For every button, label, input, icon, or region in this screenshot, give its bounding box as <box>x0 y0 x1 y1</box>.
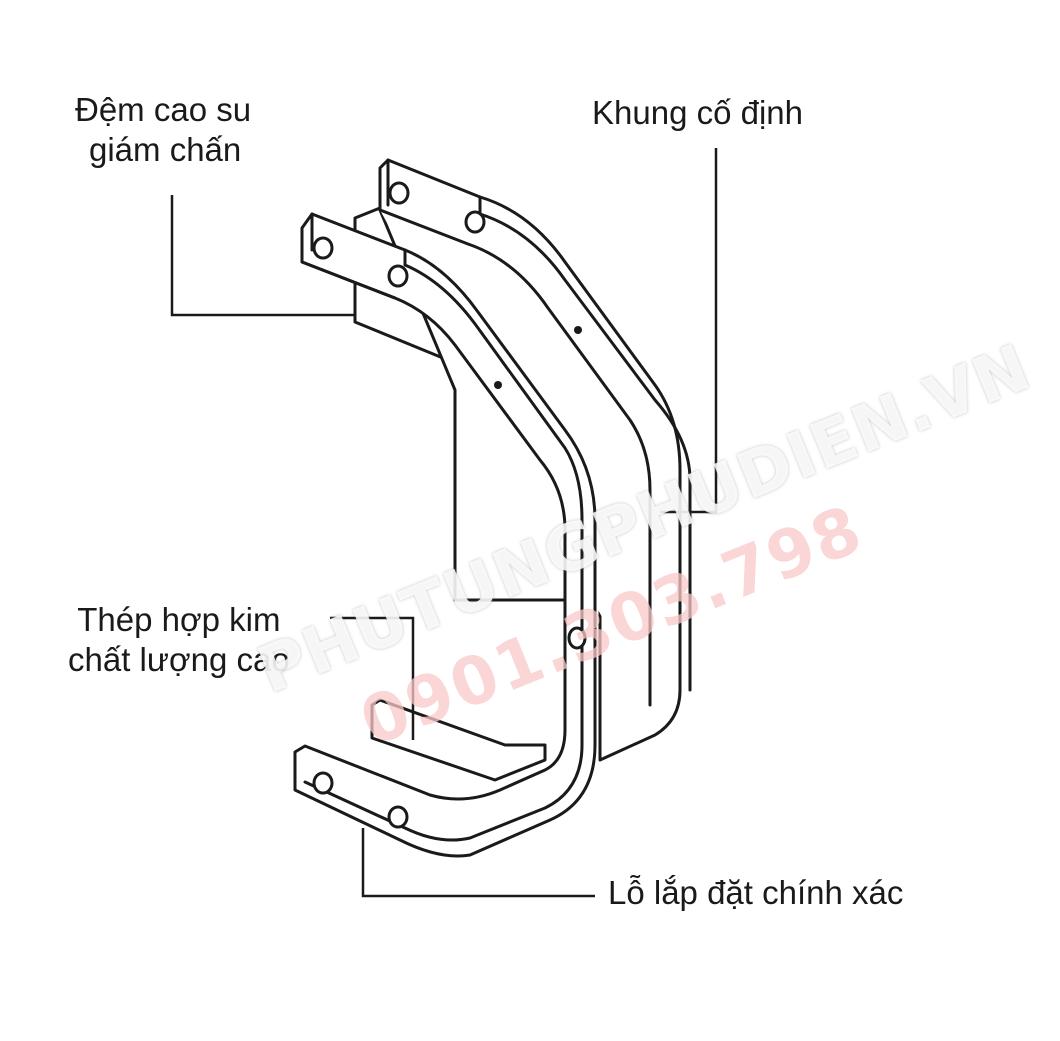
mount-hole <box>567 626 587 650</box>
label-rubber-pad-line1: Đệm cao su <box>75 91 252 128</box>
leader-line-frame <box>660 148 718 514</box>
mount-hole <box>312 771 334 795</box>
label-alloy-steel-line1: Thép hợp kim <box>77 601 281 638</box>
label-fixed-frame-text: Khung cố định <box>592 94 804 131</box>
label-alloy-steel-line2: chất lượng cao <box>68 641 290 678</box>
mount-hole <box>464 210 486 234</box>
leader-line-holes <box>361 828 595 898</box>
rivet-dot <box>574 326 582 334</box>
rivet-dot <box>494 381 502 389</box>
label-fixed-frame: Khung cố định <box>592 93 803 133</box>
mount-hole <box>387 264 409 288</box>
rubber-pad-bottom <box>370 698 547 782</box>
mount-hole <box>387 805 409 829</box>
label-rubber-pad-line2: giám chấn <box>89 131 242 168</box>
mount-hole <box>312 236 334 260</box>
label-alloy-steel: Thép hợp kim chất lượng cao <box>68 600 290 680</box>
label-mount-holes-text: Lỗ lắp đặt chính xác <box>608 874 904 911</box>
front-bracket-plate <box>293 212 597 858</box>
label-mount-holes: Lỗ lắp đặt chính xác <box>608 873 903 913</box>
mount-hole <box>388 181 410 205</box>
back-bracket-outer-edge <box>478 195 692 692</box>
leader-line-rubber <box>170 195 355 317</box>
label-rubber-pad: Đệm cao su giám chấn <box>75 90 251 170</box>
leader-line-steel <box>330 616 415 740</box>
